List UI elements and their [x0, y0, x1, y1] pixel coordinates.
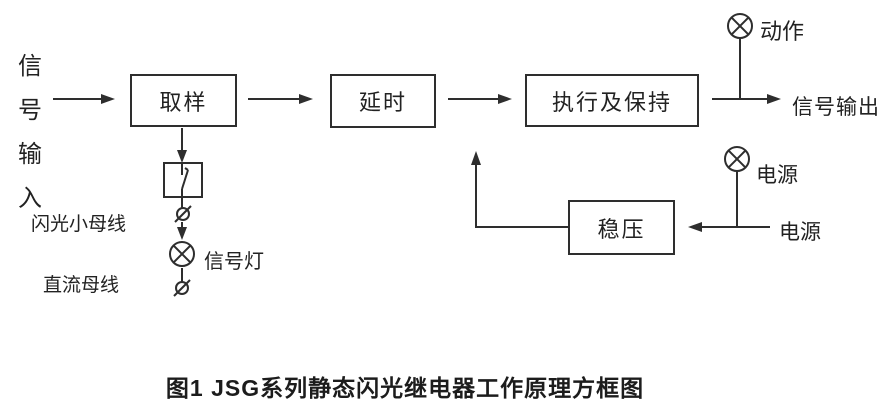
action-lamp-icon: [726, 12, 754, 40]
power-source-label: 电源: [779, 221, 821, 244]
power-lamp-icon: [723, 145, 751, 173]
sampling-drop-arrowhead-icon: [177, 150, 187, 163]
signal-input-vertical-label: 信号输入: [18, 53, 42, 212]
terminal-drop-arrowhead-icon: [177, 227, 187, 240]
block-execute-hold-label: 执行及保持: [551, 89, 672, 115]
action-lamp-stem-line: [739, 38, 741, 100]
regulator-up-arrowhead-icon: [471, 151, 481, 165]
power-feed-arrowhead-icon: [688, 222, 702, 232]
switch-drop-line: [181, 198, 183, 208]
power-lamp-label: 电源: [756, 164, 798, 187]
block-sampling: 取样: [130, 74, 237, 127]
flash-bus-label: 闪光小母线: [31, 214, 127, 235]
switch-contact-icon: [165, 164, 201, 196]
block-delay: 延时: [330, 74, 436, 128]
delay-to-execute-line: [448, 98, 498, 100]
signal-lamp-icon: [168, 240, 196, 268]
regulator-up-line: [475, 165, 477, 228]
switch-box: [163, 162, 203, 198]
input-arrowhead-icon: [101, 94, 115, 104]
regulator-feed-line: [477, 226, 569, 228]
block-delay-label: 延时: [358, 90, 407, 115]
lamp-drop-line: [181, 268, 183, 282]
block-sampling-label: 取样: [159, 89, 208, 115]
block-execute-hold: 执行及保持: [525, 74, 699, 127]
signal-output-label: 信号输出: [792, 96, 880, 119]
terminal-drop-line: [181, 222, 183, 228]
dc-bus-label: 直流母线: [43, 275, 120, 296]
output-arrowhead-icon: [767, 94, 781, 104]
figure-caption: 图1 JSG系列静态闪光继电器工作原理方框图: [165, 375, 645, 401]
dc-bus-terminal-icon: [171, 277, 193, 299]
sampling-to-delay-line: [248, 98, 299, 100]
power-lamp-stem-line: [736, 171, 738, 228]
power-feed-line: [702, 226, 770, 228]
delay-to-execute-arrowhead-icon: [498, 94, 512, 104]
block-regulator: 稳压: [568, 200, 675, 255]
action-lamp-label: 动作: [760, 19, 805, 44]
sampling-to-delay-arrowhead-icon: [299, 94, 313, 104]
flash-bus-terminal-icon: [172, 203, 194, 225]
input-arrow-line: [53, 98, 101, 100]
block-regulator-label: 稳压: [597, 216, 646, 242]
sampling-drop-line: [181, 128, 183, 151]
signal-lamp-label: 信号灯: [204, 251, 264, 273]
